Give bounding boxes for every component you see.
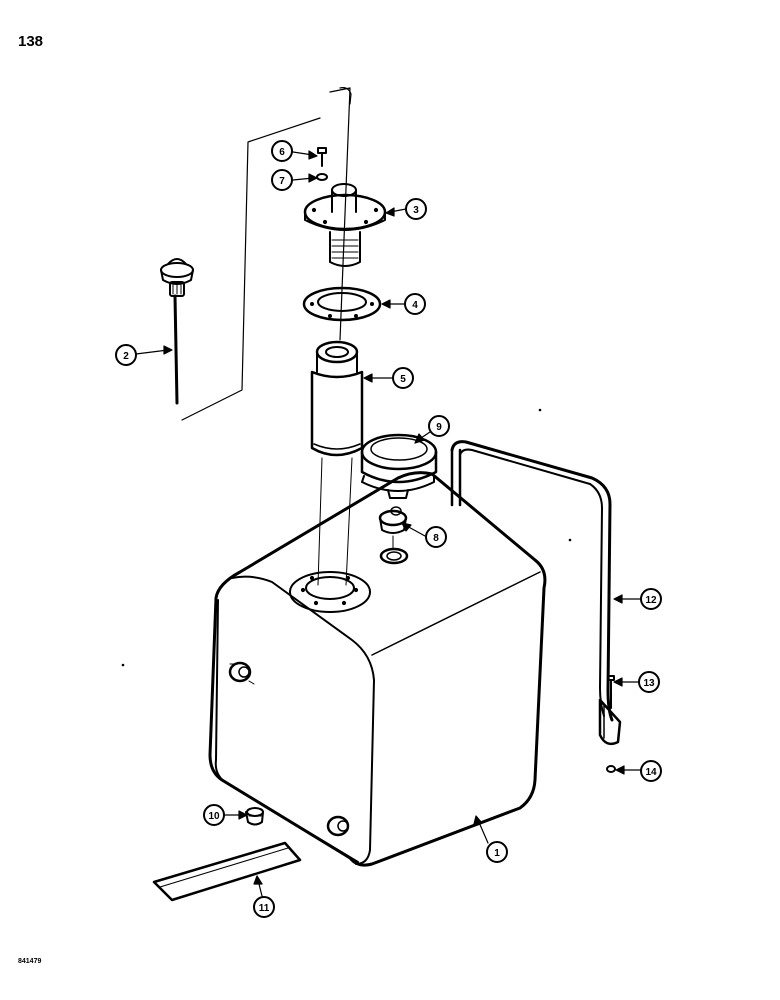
svg-text:3: 3: [413, 205, 419, 216]
dipstick: [160, 258, 194, 405]
breather-cap: [360, 433, 438, 499]
breather-adapter: [378, 506, 409, 565]
callout-5: 5: [392, 367, 414, 389]
svg-text:11: 11: [259, 903, 270, 914]
callout-4: 4: [404, 293, 426, 315]
gasket: [302, 286, 382, 322]
hydraulic-tank: [208, 471, 547, 867]
callout-7: 7: [271, 169, 293, 191]
leader-lines: [135, 150, 641, 897]
svg-text:5: 5: [400, 374, 406, 385]
svg-text:8: 8: [433, 533, 439, 544]
svg-text:12: 12: [645, 595, 657, 606]
callout-8: 8: [425, 526, 447, 548]
svg-text:14: 14: [645, 767, 657, 778]
figure-code: 841479: [18, 958, 42, 965]
bolt-and-washer: [316, 147, 328, 181]
callout-6: 6: [271, 140, 293, 162]
filler-flange: [303, 183, 387, 267]
strap-bolt: [607, 675, 615, 709]
strainer-element: [310, 340, 364, 586]
callout-12: 12: [640, 588, 662, 610]
svg-text:10: 10: [208, 811, 220, 822]
svg-text:9: 9: [436, 422, 442, 433]
svg-text:6: 6: [279, 147, 285, 158]
callout-11: 11: [253, 896, 275, 918]
callout-3: 3: [405, 198, 427, 220]
svg-text:2: 2: [123, 351, 129, 362]
svg-text:13: 13: [643, 678, 655, 689]
svg-text:1: 1: [494, 848, 500, 859]
strap-nut: [606, 765, 616, 773]
callout-1: 1: [486, 841, 508, 863]
page-number: 138: [18, 33, 44, 50]
drain-plug: [245, 807, 264, 826]
decal: [152, 841, 302, 902]
callout-10: 10: [203, 804, 225, 826]
tank-strap: [450, 440, 622, 746]
callout-14: 14: [640, 760, 662, 782]
svg-text:4: 4: [412, 300, 418, 311]
callout-2: 2: [115, 344, 137, 366]
svg-text:7: 7: [279, 176, 285, 187]
callout-9: 9: [428, 415, 450, 437]
callout-13: 13: [638, 671, 660, 693]
